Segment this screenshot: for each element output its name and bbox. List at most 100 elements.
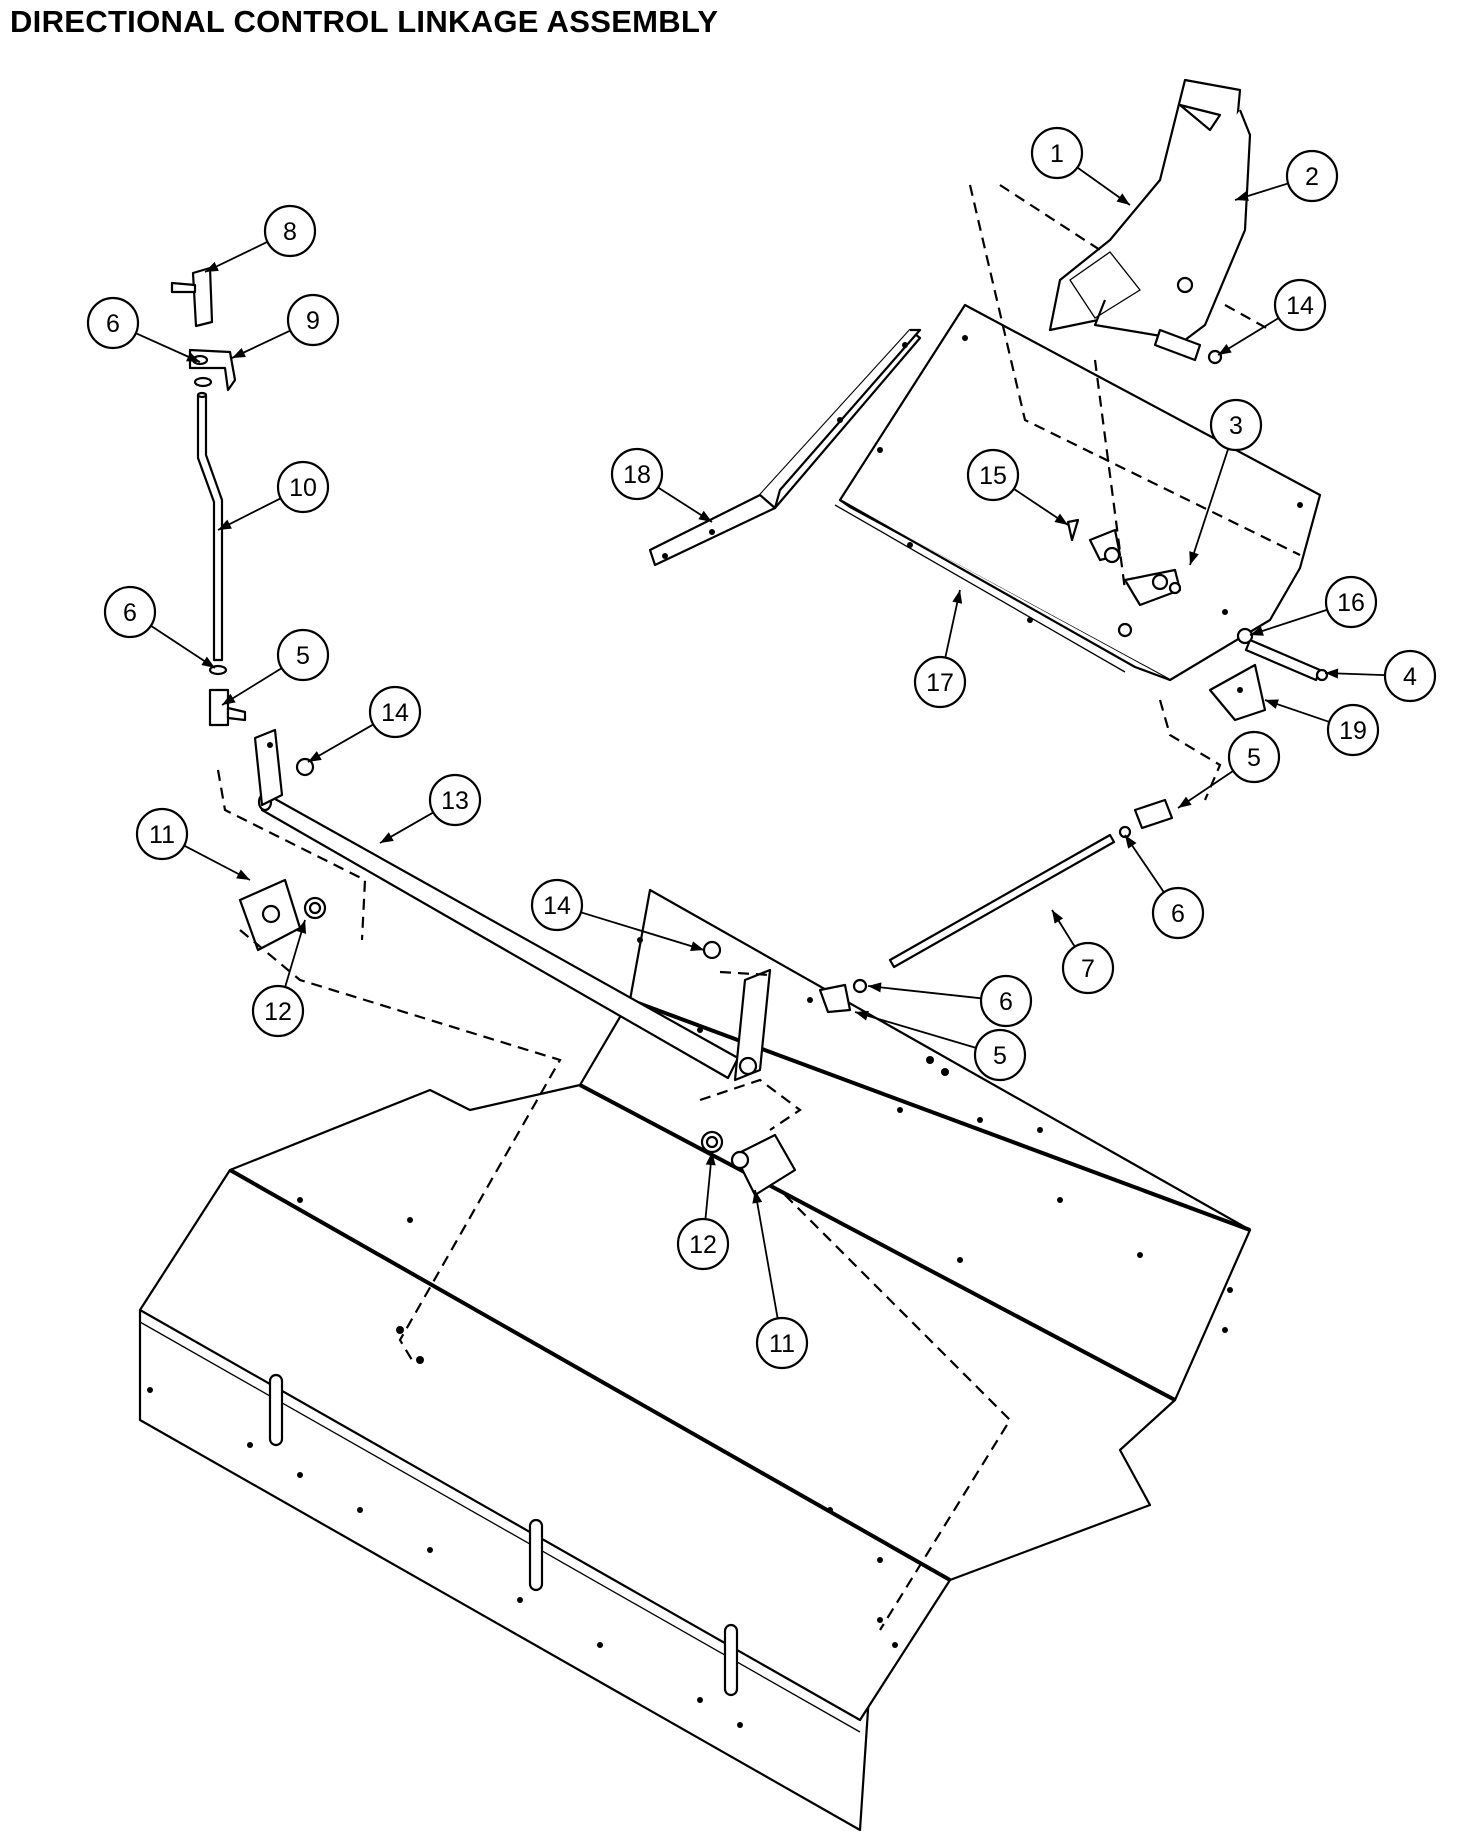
callout-number: 2 [1305, 163, 1319, 191]
callout-leader [854, 1011, 977, 1049]
callout-arrowhead [752, 1190, 763, 1204]
callout-arrowhead [1250, 626, 1264, 636]
callout-5: 5 [1177, 730, 1281, 809]
callout-leader [754, 1189, 779, 1319]
callout-number: 5 [993, 1042, 1007, 1070]
callout-11: 11 [135, 807, 251, 881]
callout-number: 9 [306, 307, 320, 335]
callout-number: 16 [1337, 589, 1365, 617]
callout-number: 18 [623, 461, 651, 489]
callout-circle [1151, 886, 1205, 940]
callout-number: 8 [283, 218, 297, 246]
callout-18: 18 [610, 447, 713, 523]
callout-arrowhead [296, 920, 307, 934]
callout-arrowhead [218, 519, 232, 530]
callout-number: 11 [149, 821, 175, 849]
callout-number: 14 [543, 892, 571, 920]
callout-number: 14 [1286, 292, 1314, 320]
plate-11-left [238, 878, 327, 952]
callout-circle [286, 293, 340, 347]
callout-arrowhead [690, 941, 704, 951]
deck-housing [138, 888, 1252, 1831]
callout-circle [1273, 278, 1327, 332]
callout-3: 3 [1189, 398, 1263, 566]
callout-circle [676, 1217, 730, 1271]
callout-17: 17 [913, 589, 967, 709]
plate-11-right [700, 1130, 797, 1197]
callout-2: 2 [1234, 149, 1339, 203]
callout-circle [276, 460, 330, 514]
callout-circle [973, 1028, 1027, 1082]
callout-arrowhead [698, 510, 712, 522]
callout-number: 10 [289, 474, 317, 502]
callout-leader [1189, 448, 1230, 566]
callout-circle [1030, 126, 1084, 180]
callout-number: 15 [979, 462, 1007, 490]
bracket-9 [188, 348, 237, 392]
callout-arrowhead [1325, 668, 1339, 679]
callout-10: 10 [217, 460, 330, 531]
callout-number: 5 [296, 642, 310, 670]
callout-number: 4 [1403, 663, 1417, 691]
callout-circle [1324, 575, 1378, 629]
callout-arrowhead [205, 261, 219, 272]
callout-number: 1 [1050, 140, 1064, 168]
callout-11: 11 [752, 1189, 809, 1370]
callout-number: 6 [999, 988, 1013, 1016]
callout-arrowhead [705, 1152, 716, 1166]
shaft-13 [253, 728, 772, 1082]
callout-arrowhead [1116, 193, 1130, 205]
callout-number: 13 [441, 787, 469, 815]
callout-6: 6 [103, 585, 216, 669]
callout-number: 6 [123, 599, 137, 627]
callout-arrowhead [236, 869, 250, 880]
rod-10 [196, 391, 247, 727]
callout-12: 12 [251, 919, 307, 1038]
callout-circle [1209, 398, 1263, 452]
rail-18 [648, 328, 922, 567]
diagram-title: DIRECTIONAL CONTROL LINKAGE ASSEMBLY [10, 4, 719, 39]
callout-number: 11 [769, 1330, 795, 1358]
pedal-1-2 [1048, 78, 1252, 365]
callout-arrowhead [232, 347, 246, 358]
bracket-8 [170, 266, 214, 328]
callout-number: 6 [1171, 900, 1185, 928]
callout-5: 5 [221, 628, 330, 706]
callout-circle [1285, 149, 1339, 203]
callout-14: 14 [1217, 278, 1327, 356]
callout-leader [580, 911, 705, 951]
callout-circle [251, 984, 305, 1038]
callout-6: 6 [86, 296, 201, 363]
callout-circle [368, 685, 422, 739]
callout-circle [913, 655, 967, 709]
callout-circle [610, 447, 664, 501]
callout-number: 6 [106, 310, 120, 338]
callout-arrowhead [1125, 835, 1137, 849]
callout-circle [530, 878, 584, 932]
mechanism-3 [1066, 518, 1182, 638]
callout-arrowhead [1052, 910, 1064, 924]
dashed-guides [216, 184, 1301, 1631]
callout-arrowhead [1178, 796, 1192, 808]
callout-circle [1326, 703, 1380, 757]
callout-6: 6 [1124, 834, 1205, 940]
callout-arrowhead [1235, 191, 1249, 201]
callout-6: 6 [867, 974, 1033, 1028]
callout-circle [276, 628, 330, 682]
callout-19: 19 [1264, 699, 1380, 757]
callout-circle [1383, 649, 1437, 703]
callout-9: 9 [231, 293, 340, 359]
callout-16: 16 [1249, 575, 1378, 636]
callout-13: 13 [379, 773, 482, 844]
nut-14a [295, 757, 315, 777]
callout-number: 12 [264, 998, 292, 1026]
callout-5: 5 [854, 1010, 1027, 1082]
callout-number: 7 [1081, 955, 1095, 983]
callout-1: 1 [1030, 126, 1131, 206]
pin-4 [1208, 627, 1329, 722]
callout-circle [103, 585, 157, 639]
callout-arrowhead [1218, 343, 1232, 355]
callout-12: 12 [676, 1151, 730, 1271]
